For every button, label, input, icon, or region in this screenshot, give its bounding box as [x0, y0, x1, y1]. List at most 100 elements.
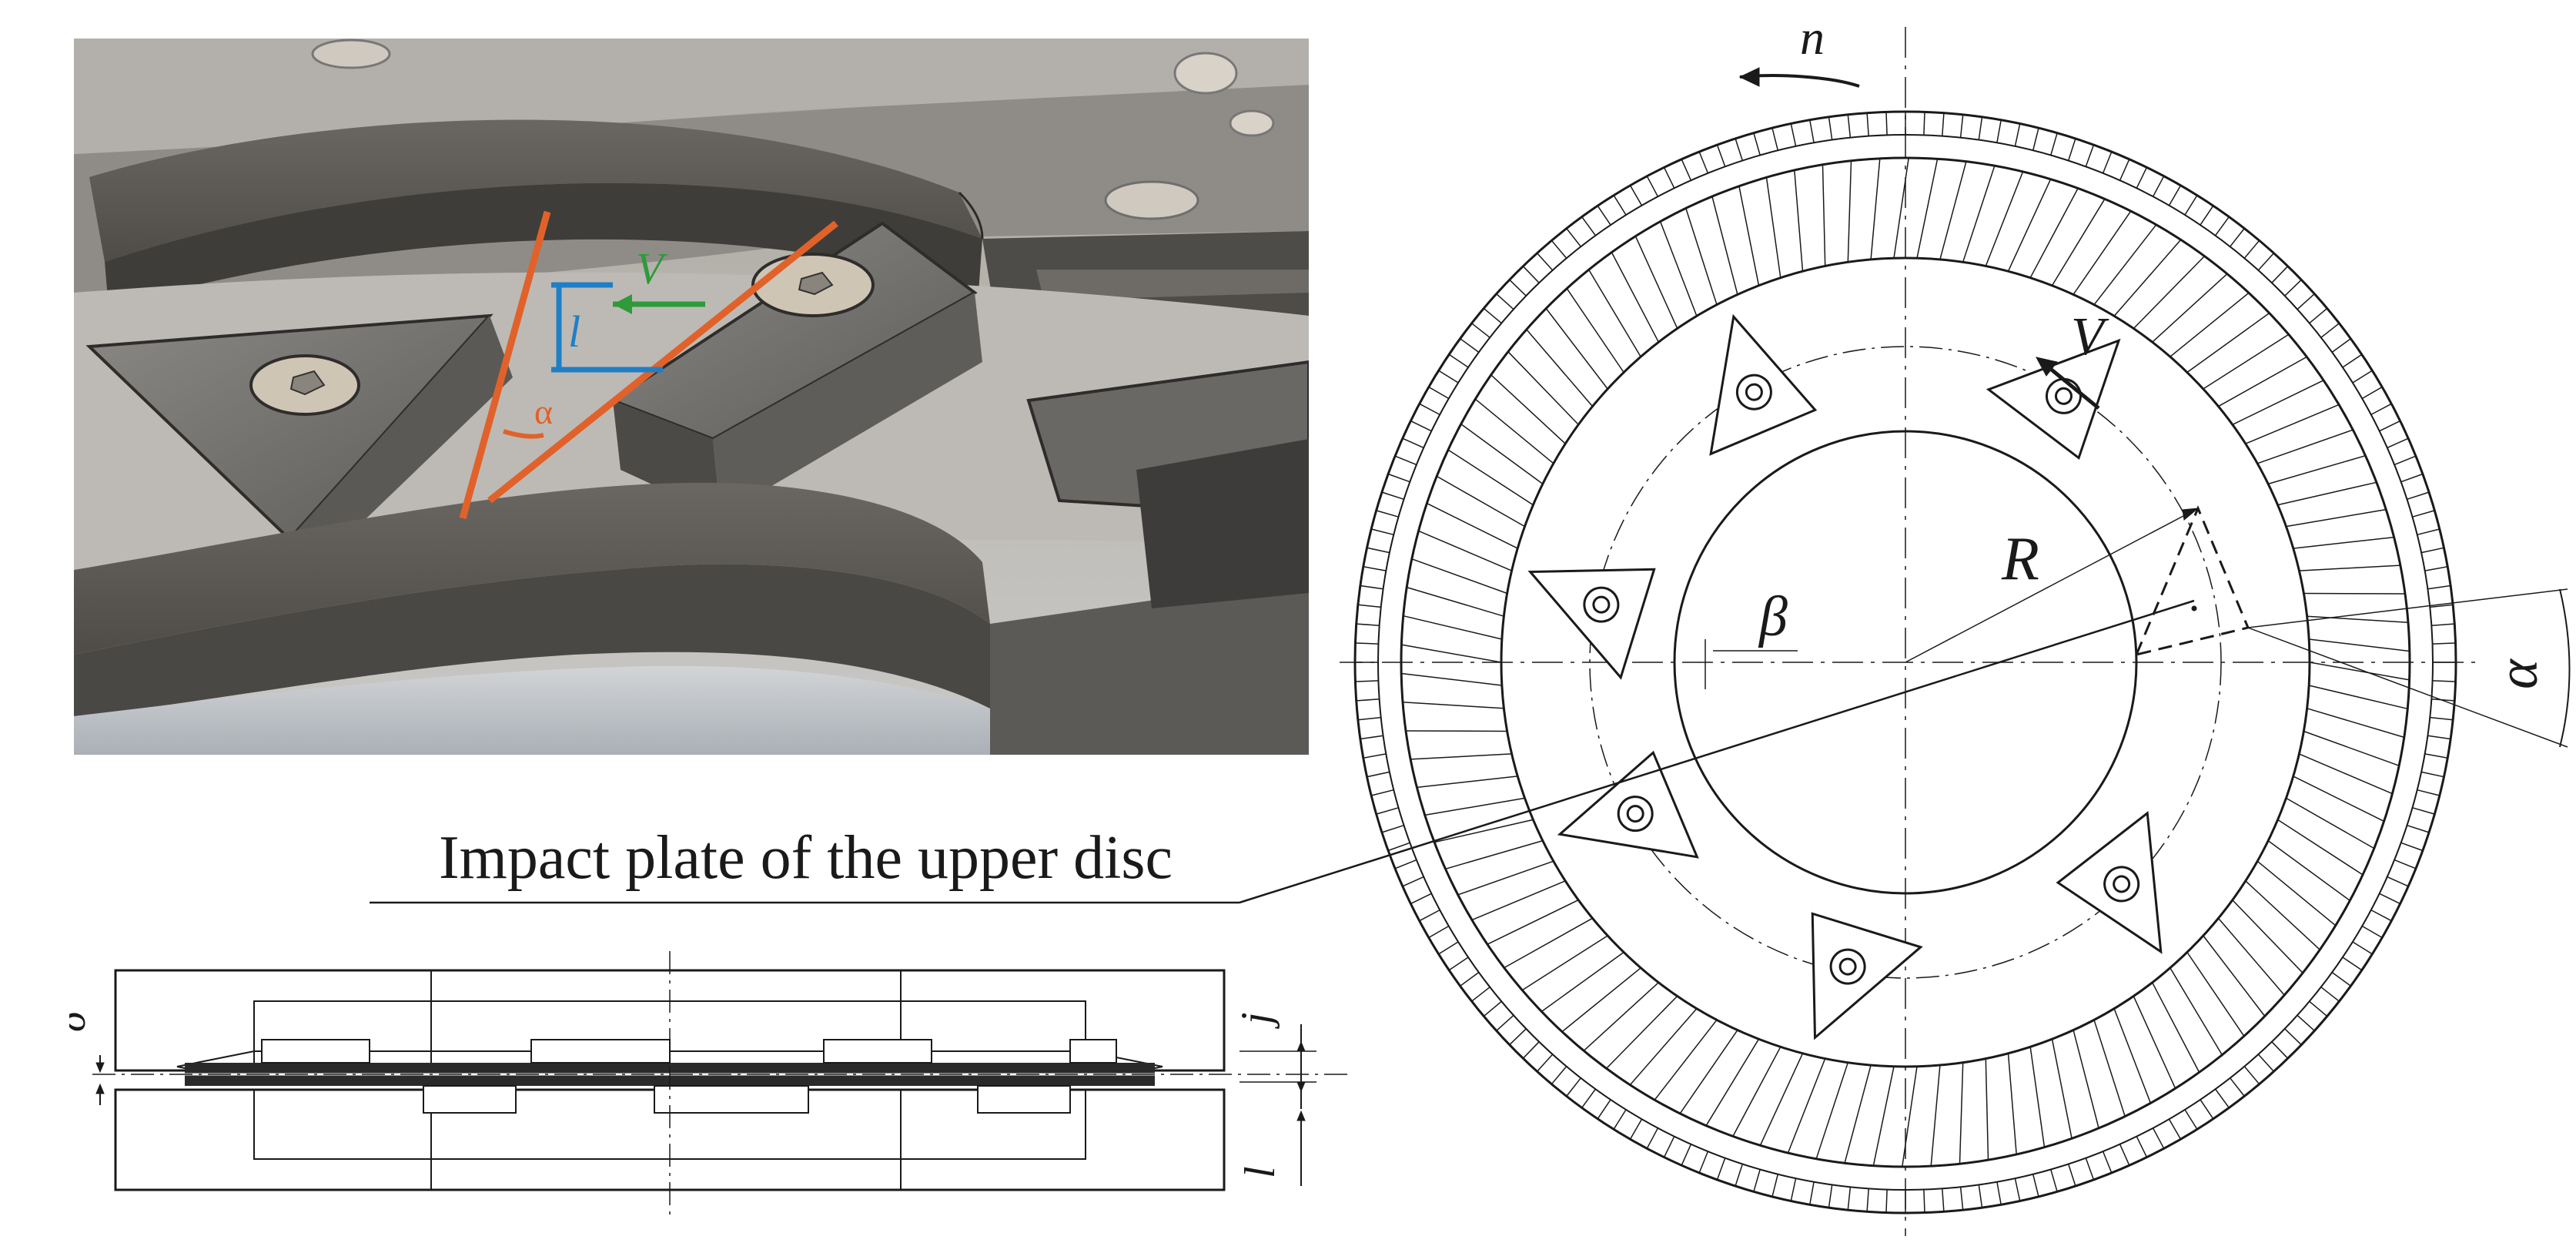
- outer-tooth: [2168, 185, 2182, 206]
- dimension-label-j: j: [1233, 1012, 1280, 1029]
- outer-tooth: [2430, 716, 2454, 721]
- outer-tooth: [1356, 623, 1380, 626]
- inner-tooth: [2257, 860, 2337, 926]
- arrow-head-icon: [2036, 357, 2058, 377]
- callout-label: Impact plate of the upper disc: [439, 824, 1173, 892]
- outer-tooth: [1629, 1118, 1643, 1140]
- outer-tooth: [2361, 925, 2383, 939]
- outer-tooth: [1885, 1189, 1888, 1213]
- inner-tooth: [2232, 380, 2324, 426]
- outer-tooth: [1522, 1041, 1540, 1059]
- outer-tooth: [1496, 293, 1514, 310]
- outer-tooth: [2085, 1158, 2095, 1181]
- inner-tooth: [1611, 252, 1660, 343]
- outer-tooth: [2257, 253, 2274, 271]
- outer-tooth: [1376, 807, 1399, 815]
- inner-tooth: [1738, 186, 1760, 286]
- outer-tooth: [2136, 1136, 2148, 1158]
- outer-tooth: [1771, 128, 1779, 151]
- outer-tooth: [1355, 642, 1379, 645]
- inner-tooth: [1566, 288, 1624, 373]
- cutting-insert: [1811, 912, 1923, 1040]
- inner-tooth: [1847, 160, 1852, 263]
- inner-tooth: [1541, 951, 1624, 1013]
- bolt-head-icon: [1229, 109, 1275, 137]
- outer-tooth: [1367, 547, 1390, 554]
- outer-tooth: [1509, 1028, 1527, 1046]
- angle-label-beta: β: [1758, 585, 1788, 648]
- inner-tooth: [1401, 644, 1502, 663]
- length-label-l: l: [568, 307, 580, 357]
- angle-label-alpha: α: [2487, 658, 2550, 689]
- inner-tooth: [2267, 839, 2350, 902]
- outer-tooth: [2331, 971, 2351, 987]
- disc-drawing: n V R β α: [1332, 10, 2571, 1236]
- inner-tooth: [1403, 615, 1503, 640]
- outer-tooth: [2352, 370, 2373, 384]
- outer-tooth: [1376, 510, 1399, 518]
- outer-tooth: [2379, 893, 2400, 905]
- outer-tooth: [2412, 807, 2435, 815]
- outer-tooth: [2361, 386, 2383, 400]
- inner-tooth: [1606, 995, 1678, 1069]
- outer-tooth: [1371, 789, 1394, 796]
- outer-tooth: [1597, 1099, 1611, 1120]
- outer-tooth: [1410, 893, 1432, 905]
- outer-tooth: [2400, 473, 2424, 483]
- outer-tooth: [1885, 112, 1888, 136]
- inner-tooth: [2113, 1008, 2152, 1104]
- inner-tooth: [1507, 351, 1579, 425]
- inner-tooth: [1787, 1058, 1826, 1154]
- outer-tooth: [1410, 420, 1432, 432]
- inner-tooth: [2245, 404, 2340, 444]
- outer-tooth: [1809, 1181, 1815, 1205]
- inner-tooth: [1434, 819, 1534, 843]
- disc-top-view: n V R β α: [1332, 0, 2576, 1249]
- inner-tooth: [1490, 374, 1566, 444]
- arrow-head-icon: [1738, 67, 1760, 87]
- outer-tooth: [2284, 1028, 2302, 1046]
- outer-tooth: [2200, 1099, 2214, 1120]
- inner-tooth: [1705, 1038, 1760, 1127]
- inner-tooth: [1634, 236, 1678, 329]
- outer-tooth: [2184, 1109, 2198, 1130]
- inner-tooth: [2309, 662, 2410, 681]
- inner-tooth: [2307, 708, 2404, 739]
- inner-tooth: [1659, 221, 1698, 317]
- outer-tooth: [1959, 1187, 1964, 1211]
- inner-tooth: [2113, 239, 2182, 317]
- outer-tooth: [1698, 151, 1709, 174]
- inner-tooth: [1504, 917, 1593, 969]
- outer-tooth: [2352, 941, 2373, 955]
- outer-tooth: [1551, 240, 1567, 259]
- outer-tooth: [2014, 123, 2021, 147]
- inner-tooth: [1460, 423, 1544, 485]
- inner-tooth: [2245, 880, 2320, 950]
- inner-tooth: [1654, 1019, 1718, 1101]
- outer-tooth: [2014, 1178, 2021, 1201]
- outer-tooth: [1646, 1127, 1659, 1149]
- outer-tooth: [1381, 491, 1404, 501]
- outer-tooth: [1828, 1184, 1833, 1208]
- velocity-label-v: V: [2071, 307, 2109, 367]
- inner-tooth: [2308, 685, 2408, 710]
- outer-tooth: [2168, 1118, 2182, 1140]
- outer-tooth: [2271, 1041, 2289, 1059]
- outer-tooth: [2243, 240, 2260, 259]
- angle-arc: [503, 429, 544, 439]
- inner-tooth: [1436, 475, 1525, 528]
- inner-tooth: [2277, 819, 2364, 876]
- inner-tooth: [1417, 776, 1518, 789]
- inner-tooth: [2267, 454, 2366, 485]
- outer-tooth: [2412, 510, 2435, 518]
- outer-tooth: [1735, 1164, 1744, 1187]
- outer-tooth: [1581, 1088, 1597, 1108]
- outer-tooth: [2214, 1088, 2230, 1108]
- inner-tooth: [1424, 797, 1525, 816]
- outer-tooth: [1496, 1014, 1514, 1031]
- inner-tooth: [2051, 1039, 2073, 1139]
- outer-tooth: [1357, 604, 1381, 608]
- inner-tooth: [2232, 900, 2303, 973]
- outer-tooth: [1613, 195, 1627, 216]
- inner-tooth: [1588, 269, 1641, 357]
